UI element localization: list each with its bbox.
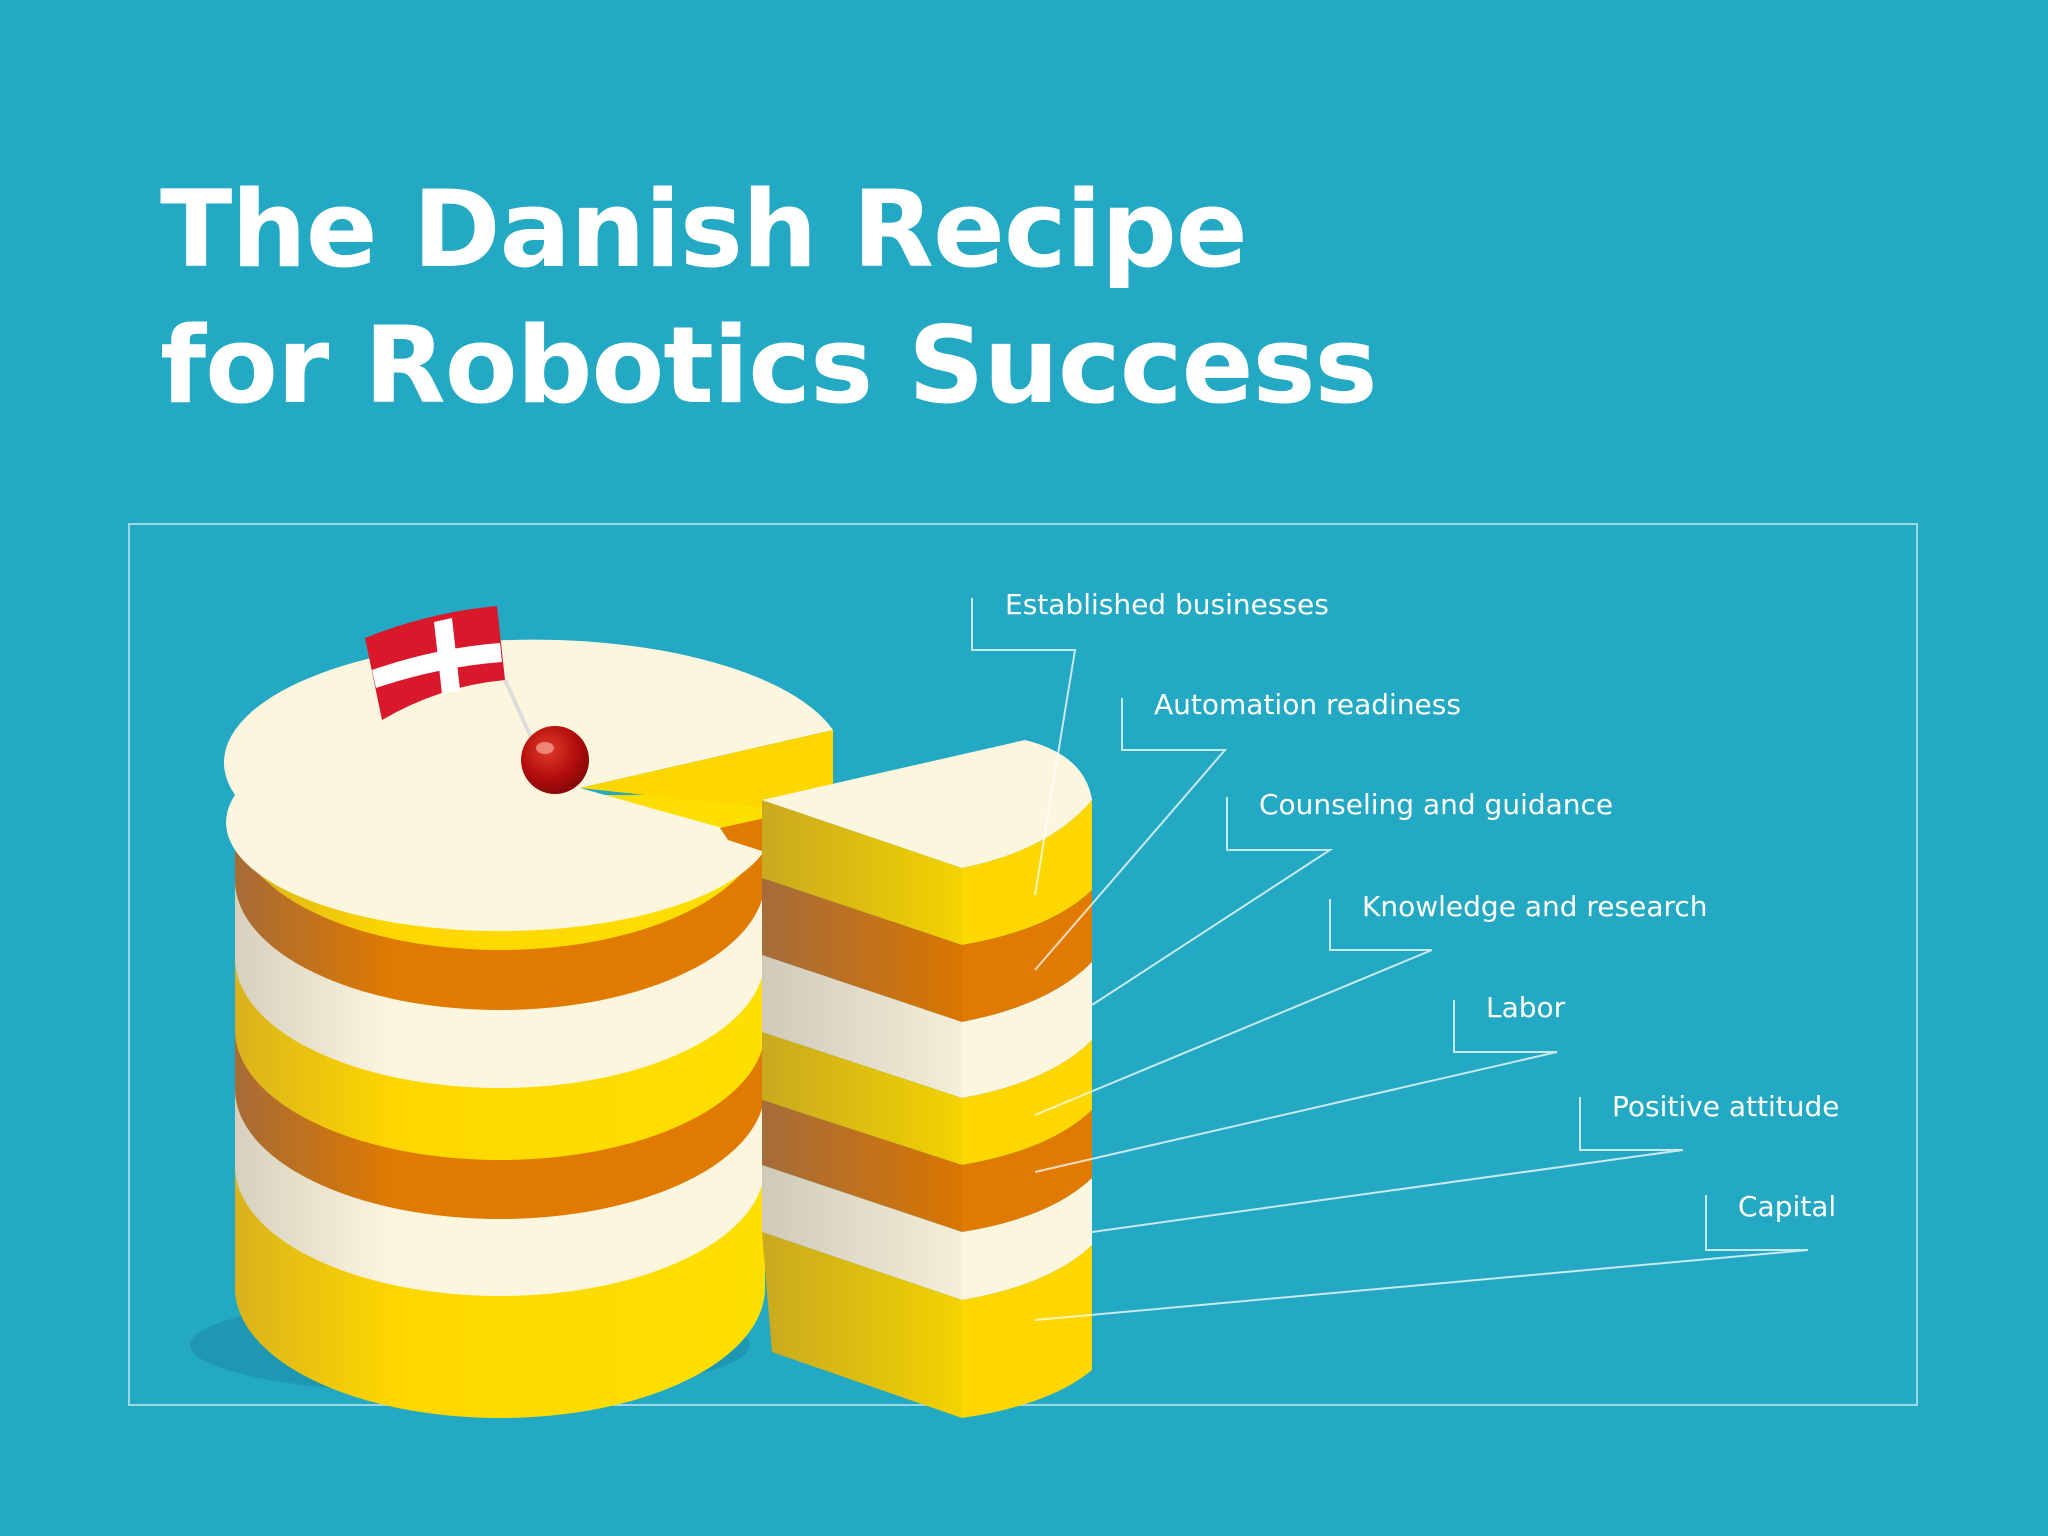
slice-right-orange-2 [962, 1110, 1092, 1232]
cut-face-yellow [580, 730, 833, 808]
title-line-2: for Robotics Success [160, 304, 1378, 427]
label-counseling-guidance: Counseling and guidance [1259, 788, 1613, 821]
label-knowledge-research: Knowledge and research [1362, 890, 1708, 923]
slice-left-yellow-1 [762, 800, 962, 945]
slice-right-yellow-3 [962, 1245, 1092, 1418]
cut-face-orange [720, 818, 765, 852]
slice-right-yellow-1 [962, 800, 1092, 945]
leader-automation [1034, 698, 1228, 971]
slice-left-orange-2 [762, 1100, 962, 1232]
slice-right-cream-1 [962, 962, 1092, 1098]
danish-flag-icon [365, 606, 547, 769]
slice-left-cream-2 [762, 1165, 962, 1300]
slice-left-yellow-2 [762, 1032, 962, 1165]
label-established-businesses: Established businesses [1005, 588, 1329, 621]
page-title: The Danish Recipe for Robotics Success [160, 162, 1378, 434]
slice-top [762, 740, 1092, 868]
leader-lines [971, 598, 1809, 1321]
leader-capital [1034, 1195, 1809, 1321]
label-labor: Labor [1486, 991, 1566, 1024]
label-automation-readiness: Automation readiness [1154, 688, 1461, 721]
cake-slice [762, 740, 1092, 1418]
leader-established [971, 598, 1077, 896]
slice-left-orange-1 [762, 878, 962, 1022]
slice-left-cream-1 [762, 955, 962, 1098]
main-cake [223, 639, 833, 1418]
diagram-frame [128, 523, 1918, 1406]
label-positive-attitude: Positive attitude [1612, 1090, 1839, 1123]
cherry-highlight [536, 742, 554, 754]
slice-right-orange-1 [962, 890, 1092, 1022]
leader-counseling [1091, 797, 1334, 1006]
main-cake-top [223, 639, 833, 932]
leader-labor [1034, 1000, 1558, 1173]
leader-knowledge [1034, 899, 1433, 1116]
title-line-1: The Danish Recipe [160, 168, 1248, 291]
cherry-icon [521, 726, 589, 794]
leader-positive-attitude [1091, 1097, 1684, 1233]
slice-right-yellow-2 [962, 1040, 1092, 1165]
label-capital: Capital [1738, 1190, 1836, 1223]
slice-left-yellow-3 [762, 1232, 962, 1418]
slice-right-cream-2 [962, 1178, 1092, 1300]
